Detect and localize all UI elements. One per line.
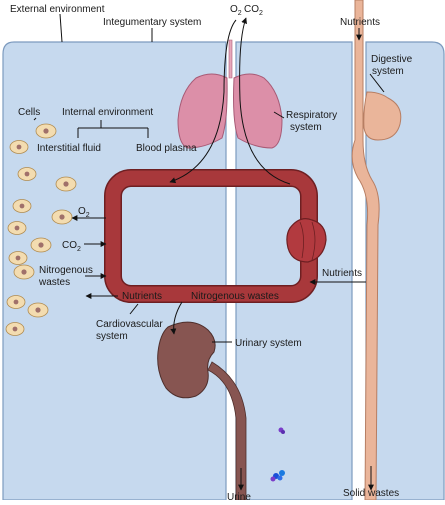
heart-icon bbox=[286, 218, 327, 263]
cell-icon bbox=[7, 221, 27, 235]
labels: External environment Integumentary syste… bbox=[10, 4, 413, 503]
label-respiratory-2: system bbox=[290, 122, 322, 133]
lungs-icon bbox=[177, 39, 283, 149]
cell-icon bbox=[6, 295, 26, 309]
label-solid-wastes: Solid wastes bbox=[343, 488, 399, 499]
cell-icon bbox=[13, 264, 35, 280]
leader-external bbox=[59, 13, 63, 43]
cell-icon bbox=[55, 176, 77, 192]
label-external-environment: External environment bbox=[10, 4, 105, 15]
cell-icon bbox=[9, 140, 29, 154]
cell-icon bbox=[27, 302, 49, 318]
label-blood-plasma: Blood plasma bbox=[136, 143, 197, 154]
cells-group bbox=[5, 123, 77, 336]
label-internal-environment: Internal environment bbox=[62, 107, 153, 118]
label-cardiovascular-1: Cardiovascular bbox=[96, 319, 163, 330]
label-o2-left: O2 bbox=[78, 206, 90, 219]
label-digestive-1: Digestive bbox=[371, 54, 413, 65]
label-co2-left: CO2 bbox=[62, 240, 81, 253]
label-integumentary-system: Integumentary system bbox=[103, 17, 201, 28]
cell-icon bbox=[17, 167, 37, 181]
leader-respiratory bbox=[273, 111, 285, 119]
cell-icon bbox=[35, 123, 57, 139]
label-nitrogenous-wastes-bottom: Nitrogenous wastes bbox=[191, 291, 279, 302]
cell-icon bbox=[30, 237, 52, 253]
label-urine: Urine bbox=[227, 492, 251, 500]
arrows bbox=[33, 13, 385, 491]
cell-icon bbox=[51, 209, 73, 225]
label-respiratory-1: Respiratory bbox=[286, 110, 337, 121]
arrow-co2-out bbox=[239, 17, 291, 185]
label-nutrients-top: Nutrients bbox=[340, 17, 380, 28]
label-cardiovascular-2: system bbox=[96, 331, 128, 342]
label-nitrogenous-2: wastes bbox=[38, 277, 70, 288]
arrow-o2-in bbox=[169, 19, 237, 184]
leader-cardiovascular bbox=[129, 303, 139, 315]
leader-cells bbox=[33, 117, 37, 121]
label-urinary-system: Urinary system bbox=[235, 338, 302, 349]
cell-icon bbox=[8, 251, 28, 265]
label-cells: Cells bbox=[18, 107, 40, 118]
label-nitrogenous-1: Nitrogenous bbox=[39, 265, 93, 276]
label-interstitial-fluid: Interstitial fluid bbox=[37, 143, 101, 154]
label-nutrients-right: Nutrients bbox=[322, 268, 362, 279]
kidney-icon bbox=[157, 321, 247, 501]
cell-icon bbox=[12, 199, 32, 213]
leader-digestive bbox=[369, 73, 385, 93]
label-digestive-2: system bbox=[372, 66, 404, 77]
arrow-nitrogenous-to-kidney bbox=[170, 301, 183, 335]
label-co2-top: CO2 bbox=[244, 4, 263, 17]
label-nutrients-bottom: Nutrients bbox=[122, 291, 162, 302]
label-o2-top: O2 bbox=[230, 4, 242, 17]
cell-icon bbox=[5, 322, 25, 336]
particles bbox=[270, 427, 285, 482]
